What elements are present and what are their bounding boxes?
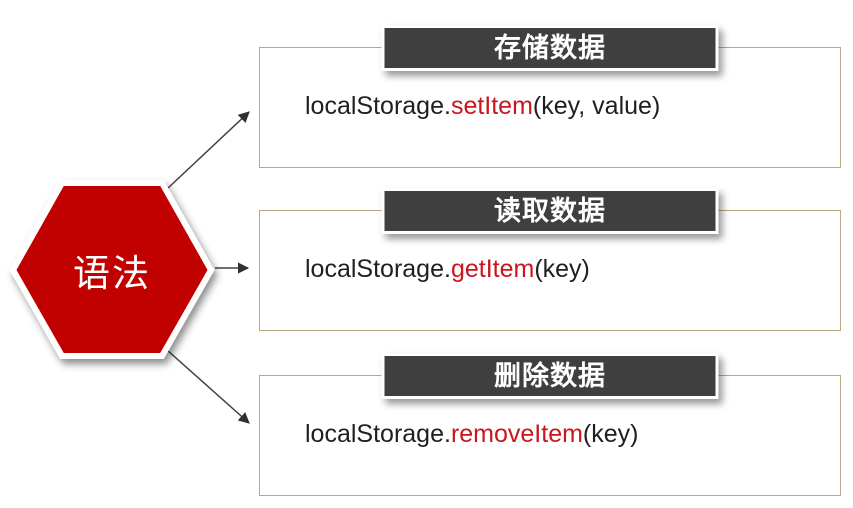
remove-data-code: localStorage.removeItem(key): [305, 420, 638, 449]
read-data-header: 读取数据: [381, 188, 719, 234]
remove-data-panel: 删除数据 localStorage.removeItem(key): [259, 353, 841, 496]
code-object-text: localStorage.: [305, 255, 451, 283]
store-data-code: localStorage.setItem(key, value): [305, 92, 660, 121]
code-object-text: localStorage.: [305, 420, 451, 448]
code-method-text: setItem: [450, 92, 533, 120]
syntax-hexagon: [9, 180, 215, 359]
store-data-panel: 存储数据 localStorage.setItem(key, value): [259, 25, 841, 168]
arrow-to-remove-box: [166, 349, 250, 424]
code-method-text: getItem: [450, 255, 535, 283]
code-args-text: (key): [582, 420, 639, 448]
arrow-to-store-box: [166, 111, 250, 190]
syntax-hexagon-label: 语法: [73, 252, 151, 294]
store-data-header: 存储数据: [381, 25, 719, 71]
read-data-panel: 读取数据 localStorage.getItem(key): [259, 188, 841, 331]
code-args-text: (key): [534, 255, 590, 283]
code-object-text: localStorage.: [305, 92, 451, 120]
remove-data-header: 删除数据: [381, 353, 719, 399]
read-data-code: localStorage.getItem(key): [305, 255, 590, 284]
code-args-text: (key, value): [532, 92, 661, 120]
code-method-text: removeItem: [450, 420, 583, 448]
